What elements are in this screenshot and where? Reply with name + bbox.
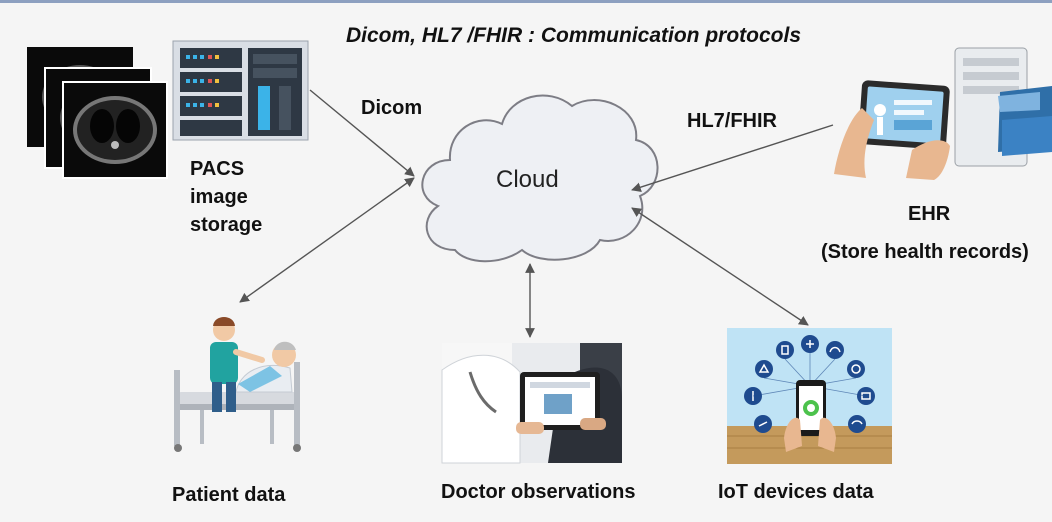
hl7-fhir-protocol-label: HL7/FHIR (687, 110, 777, 132)
connector-arrows (239, 89, 834, 338)
dicom-protocol-label: Dicom (361, 97, 423, 119)
pacs-label-line-3: storage (190, 214, 263, 236)
arrow-cloud-iot (631, 207, 809, 326)
ct-scan-stack-image (27, 47, 168, 179)
doctor-tablet-image (441, 343, 622, 464)
doctor-observations-caption: Doctor observations (441, 481, 636, 503)
patient-data-caption: Patient data (172, 484, 286, 506)
ehr-tablet-computer-image (834, 47, 1052, 180)
pacs-label-line-2: image (190, 186, 248, 208)
ehr-description: (Store health records) (821, 241, 1029, 263)
patient-bed-image (174, 317, 301, 452)
cloud-shape (421, 94, 659, 263)
arrow-cloud-patient (239, 177, 415, 303)
top-divider (0, 0, 1052, 3)
server-rack-image (172, 40, 309, 141)
iot-devices-image (727, 328, 892, 464)
pacs-label: PACS image storage (190, 155, 262, 239)
iot-devices-caption: IoT devices data (718, 481, 874, 503)
arrow-pacs-to-cloud (309, 89, 415, 177)
pacs-label-line-1: PACS (190, 158, 245, 180)
ehr-label: EHR (908, 203, 951, 225)
arrow-ehr-to-cloud (631, 124, 834, 192)
diagram-title: Dicom, HL7 /FHIR : Communication protoco… (346, 24, 802, 47)
cloud-label: Cloud (496, 166, 559, 193)
